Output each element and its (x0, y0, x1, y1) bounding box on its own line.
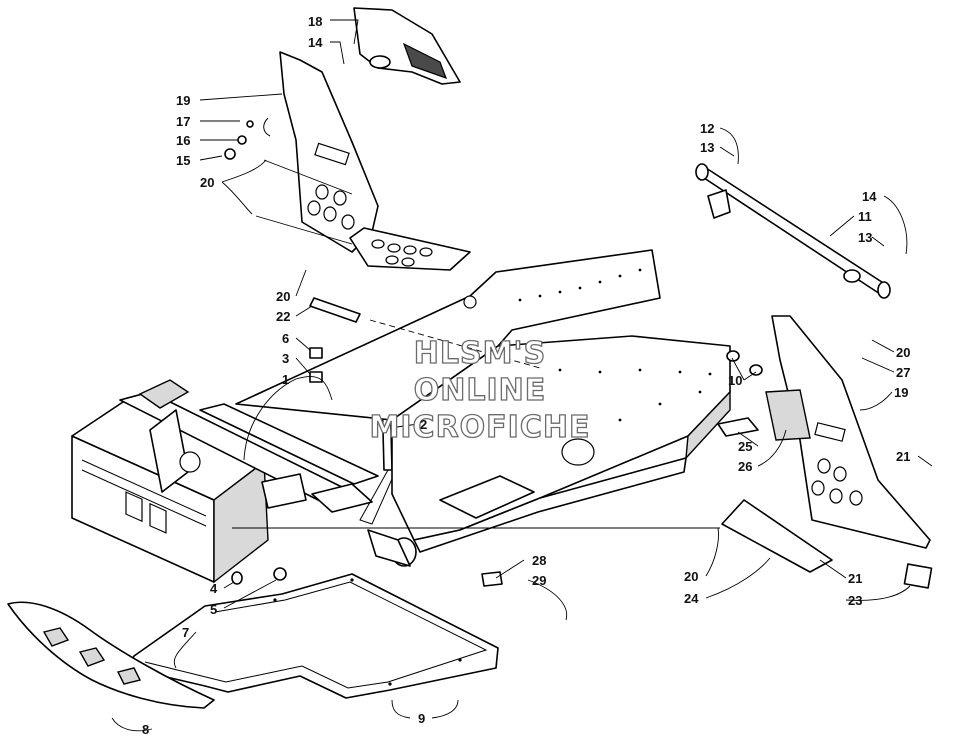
callout-6: 6 (282, 331, 289, 346)
callout-28: 28 (532, 553, 546, 568)
callout-7: 7 (182, 625, 189, 640)
callout-21: 21 (896, 449, 910, 464)
callout-20: 20 (896, 345, 910, 360)
callout-18: 18 (308, 14, 322, 29)
leader-lines (111, 19, 933, 732)
callout-16: 16 (176, 133, 190, 148)
watermark-line-1: HLSM'S (414, 336, 546, 371)
callout-27: 27 (896, 365, 910, 380)
callout-20: 20 (200, 175, 214, 190)
callout-10: 10 (728, 373, 742, 388)
callout-1: 1 (282, 372, 289, 387)
callout-11: 11 (858, 209, 872, 224)
callout-13: 13 (700, 140, 714, 155)
steering-shaft (695, 163, 891, 299)
callout-14: 14 (862, 189, 877, 204)
callout-13: 13 (858, 230, 872, 245)
callout-26: 26 (738, 459, 752, 474)
callout-19: 19 (176, 93, 190, 108)
callout-17: 17 (176, 114, 190, 129)
callout-5: 5 (210, 602, 217, 617)
callout-25: 25 (738, 439, 752, 454)
callout-4: 4 (210, 581, 218, 596)
console-bracket (353, 7, 461, 85)
left-steering-support (279, 51, 471, 271)
callout-12: 12 (700, 121, 714, 136)
right-steering-support (765, 315, 931, 549)
callout-15: 15 (176, 153, 190, 168)
callout-2: 2 (420, 417, 427, 432)
callout-labels: 18 14 19 17 16 15 20 20 22 6 3 1 2 4 5 7… (142, 14, 910, 737)
callout-24: 24 (684, 591, 699, 606)
callout-20: 20 (684, 569, 698, 584)
watermark: HLSM'S ONLINE MICROFICHE (369, 335, 591, 445)
tunnel-frame (235, 249, 731, 553)
callout-8: 8 (142, 722, 149, 737)
watermark-line-2: ONLINE (414, 373, 547, 408)
callout-22: 22 (276, 309, 290, 324)
callout-20: 20 (276, 289, 290, 304)
callout-21: 21 (848, 571, 862, 586)
front-skid-plate (7, 601, 215, 709)
front-bulkhead (71, 379, 417, 584)
callout-14: 14 (308, 35, 323, 50)
callout-3: 3 (282, 351, 289, 366)
callout-23: 23 (848, 593, 862, 608)
callout-19: 19 (894, 385, 908, 400)
callout-29: 29 (532, 573, 546, 588)
watermark-line-3: MICROFICHE (370, 410, 591, 445)
callout-9: 9 (418, 711, 425, 726)
